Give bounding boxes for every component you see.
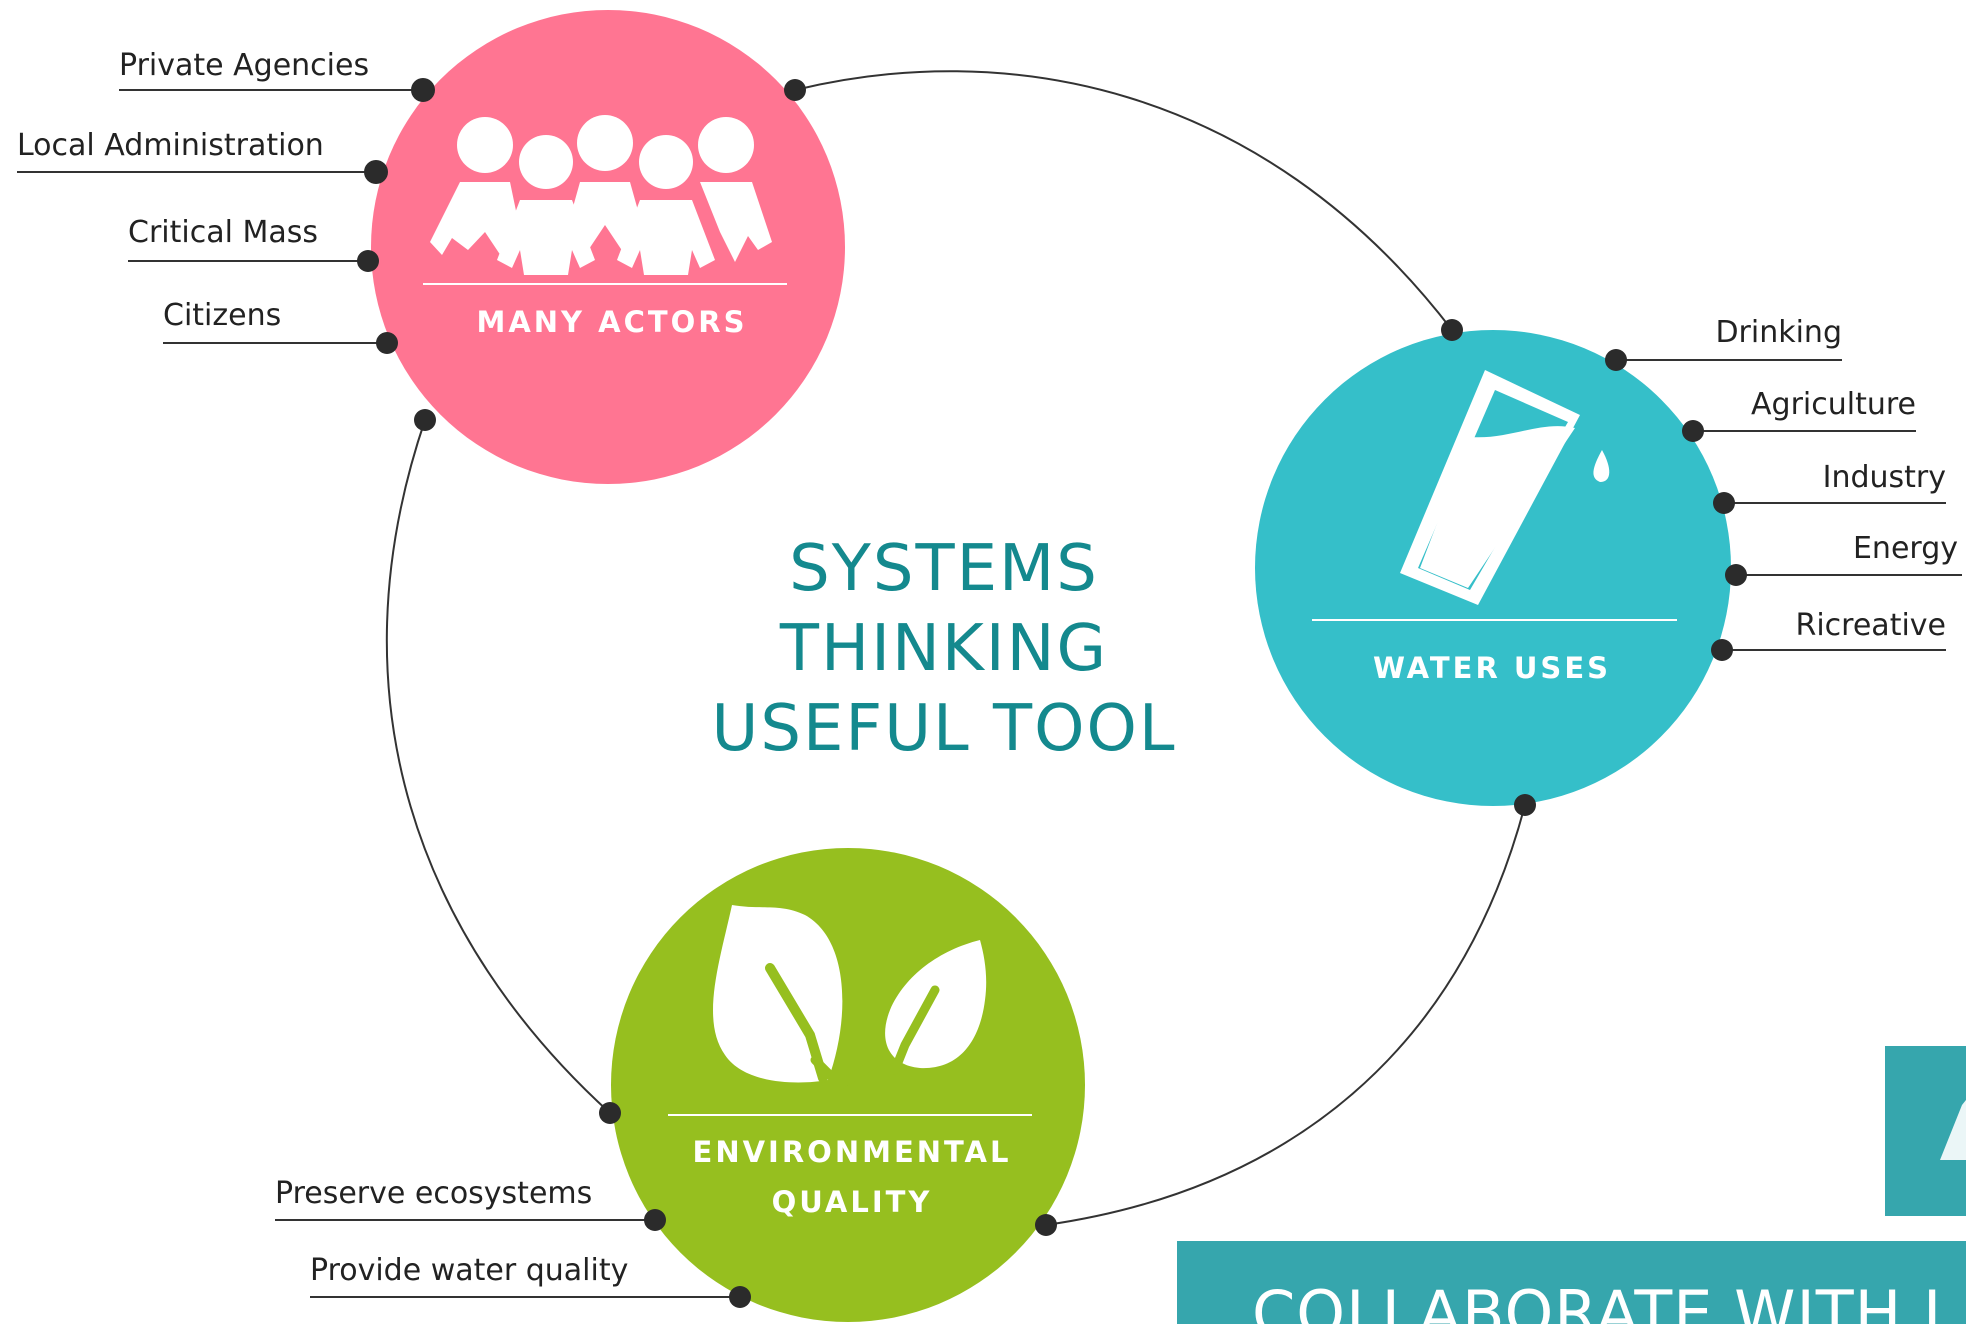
center-title: SYSTEMS THINKING USEFUL TOOL	[711, 532, 1176, 766]
center-title-line1: SYSTEMS	[789, 532, 1099, 606]
water-dot-drinking	[1605, 349, 1627, 371]
center-title-line3: USEFUL TOOL	[711, 692, 1176, 766]
environment-items: Preserve ecosystems Provide water qualit…	[275, 1176, 751, 1308]
water-dot-energy	[1725, 564, 1747, 586]
water-label: WATER USES	[1373, 651, 1611, 685]
actor-item-citizens: Citizens	[163, 298, 281, 333]
arc-actors-to-water	[794, 70, 1453, 331]
teal-block-glyph	[1940, 1100, 1966, 1160]
connector-arcs	[385, 70, 1526, 1226]
leaves-icon	[713, 905, 987, 1091]
water-item-energy: Energy	[1853, 531, 1958, 566]
people-icon	[430, 115, 772, 275]
center-title-line2: THINKING	[779, 612, 1108, 686]
actor-item-private-agencies: Private Agencies	[119, 48, 369, 83]
actor-dot-local-administration	[364, 160, 388, 184]
environment-item-preserve-ecosystems: Preserve ecosystems	[275, 1176, 592, 1211]
environment-label-line2: QUALITY	[772, 1185, 933, 1219]
environment-dot-preserve-ecosystems	[644, 1209, 666, 1231]
actor-item-critical-mass: Critical Mass	[128, 215, 318, 250]
environment-label-line1: ENVIRONMENTAL	[693, 1135, 1012, 1169]
water-group: WATER USES	[1255, 330, 1731, 806]
actor-dot-citizens	[376, 332, 398, 354]
actor-dot-critical-mass	[357, 250, 379, 272]
water-glass-icon	[1400, 370, 1610, 605]
actors-items: Private Agencies Local Administration Cr…	[17, 48, 435, 354]
water-arc-dot-top	[1441, 319, 1463, 341]
water-items: Drinking Agriculture Industry Energy Ric…	[1605, 315, 1962, 661]
water-item-industry: Industry	[1823, 460, 1946, 495]
actor-dot-private-agencies	[411, 78, 435, 102]
actors-group: MANY ACTORS	[371, 10, 845, 484]
actor-item-local-administration: Local Administration	[17, 128, 324, 163]
environment-item-provide-water-quality: Provide water quality	[310, 1253, 628, 1288]
water-item-agriculture: Agriculture	[1751, 387, 1916, 422]
arc-water-to-environment	[1045, 804, 1526, 1226]
water-dot-ricreative	[1711, 639, 1733, 661]
collaborate-banner	[1177, 1241, 1966, 1324]
actors-label: MANY ACTORS	[476, 305, 747, 339]
collaborate-banner-text: COLLABORATE WITH I	[1252, 1277, 1942, 1324]
environment-dot-provide-water-quality	[729, 1286, 751, 1308]
actors-arc-dot-bottom	[414, 409, 436, 431]
water-dot-industry	[1713, 492, 1735, 514]
water-item-ricreative: Ricreative	[1796, 608, 1947, 643]
environment-arc-dot-right	[1035, 1214, 1057, 1236]
water-arc-dot-bottom	[1514, 794, 1536, 816]
arc-environment-to-actors	[385, 419, 611, 1114]
environment-group: ENVIRONMENTAL QUALITY	[611, 848, 1085, 1322]
actors-arc-dot-right	[784, 79, 806, 101]
bottom-right-panel: COLLABORATE WITH I	[1177, 1046, 1966, 1324]
environment-arc-dot-left	[599, 1102, 621, 1124]
water-dot-agriculture	[1682, 420, 1704, 442]
water-item-drinking: Drinking	[1715, 315, 1842, 350]
